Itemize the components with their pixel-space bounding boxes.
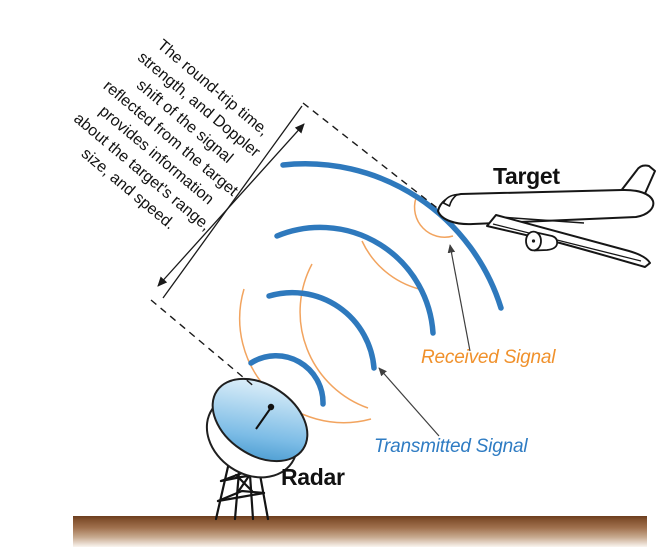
sightline-dashed-upper: [302, 102, 442, 212]
airplane-wing-trailing-line: [492, 223, 642, 262]
range-dimension-annotation: [150, 102, 442, 389]
received-signal-leader-arrow: [447, 244, 471, 352]
airplane-wing: [486, 214, 651, 268]
transmitted-signal-label: Transmitted Signal: [374, 436, 528, 457]
sightline-dashed-lower: [150, 299, 257, 389]
radar-dish: [205, 377, 309, 479]
airplane-wing-root-line: [498, 216, 585, 224]
target-label: Target: [493, 163, 560, 189]
radar-label: Radar: [281, 464, 345, 490]
ground: [73, 516, 647, 547]
transmitted-signal-arcs: [248, 161, 504, 407]
transmitted-signal-leader-arrow: [378, 367, 440, 437]
airplane-engine-hub: [531, 239, 536, 243]
airplane-fuselage: [437, 188, 655, 226]
airplane-cockpit-window: [442, 193, 458, 207]
received-signal-label: Received Signal: [421, 347, 556, 368]
round-trip-dimension-arrow: [157, 123, 305, 287]
airplane: [437, 164, 656, 268]
dish-feed-dot: [267, 403, 275, 411]
